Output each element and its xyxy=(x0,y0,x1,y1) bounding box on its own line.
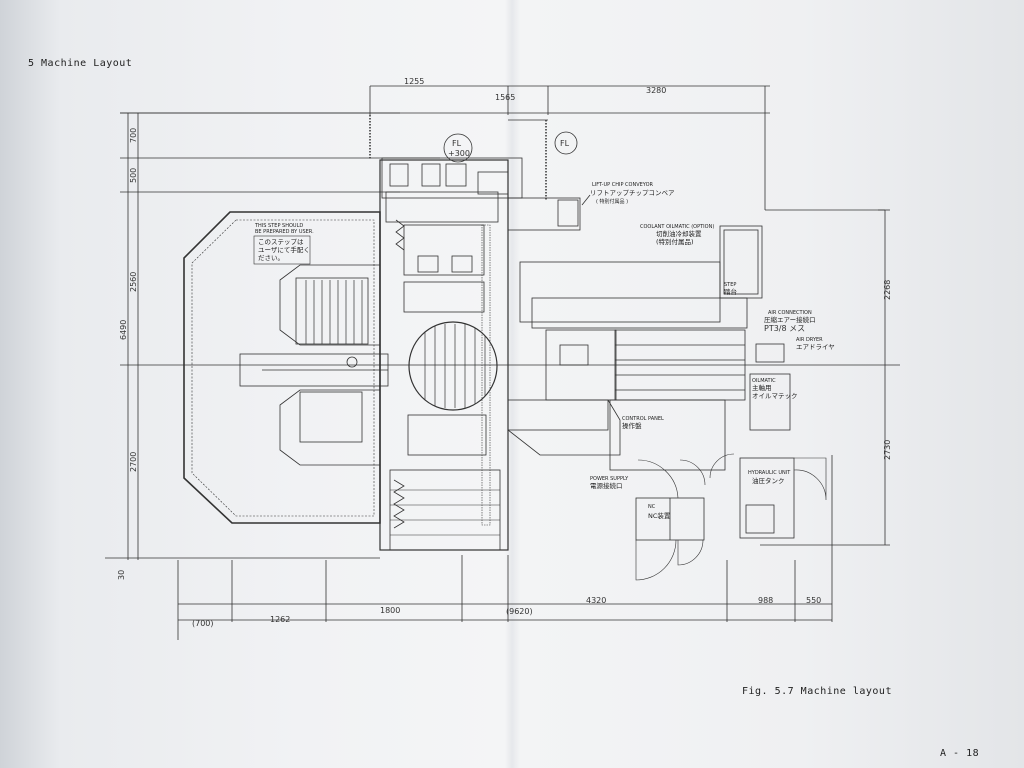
annotation-air-dryer: エアドライヤ xyxy=(796,343,835,351)
dimension-label: 30 xyxy=(117,570,126,580)
dimension-label: 700 xyxy=(129,128,138,143)
annotation-control-panel: CONTROL PANEL xyxy=(622,416,664,422)
section-title: 5 Machine Layout xyxy=(28,58,133,69)
annotation-step-note: THIS STEP SHOULD xyxy=(254,223,303,229)
annotation-coolant: 切削油冷却装置 xyxy=(656,229,702,238)
annotation-control-panel: 操作盤 xyxy=(622,421,642,430)
dimension-label: 1565 xyxy=(495,93,515,102)
annotation-step-note-jp: このステップは xyxy=(258,238,304,246)
annotation-step-note-jp: ユーザにて手配く xyxy=(258,245,310,254)
fl-marker-1 xyxy=(443,133,473,163)
page-number: A - 18 xyxy=(940,748,980,759)
dimension-label: (700) xyxy=(192,619,214,628)
annotation-step: 踏台 xyxy=(724,287,737,296)
dimension-label: 1255 xyxy=(404,77,424,86)
dimension-label: 550 xyxy=(806,596,821,605)
annotation-oilmatic: 主軸用 xyxy=(752,383,772,392)
annotation-hydraulic-unit: 油圧タンク xyxy=(752,476,785,485)
dimension-label: 2268 xyxy=(883,280,892,300)
dimension-label: 2730 xyxy=(883,440,892,460)
dimension-label: 1800 xyxy=(380,606,400,615)
annotation-step: STEP xyxy=(724,282,736,288)
annotation-oilmatic: オイルマテック xyxy=(752,392,798,400)
dimension-label: 3280 xyxy=(646,86,666,95)
annotation-chip-conveyor: LIFT-UP CHIP CONVEYOR xyxy=(592,182,654,188)
dimension-label: 2700 xyxy=(129,452,138,472)
dimension-label: 500 xyxy=(129,168,138,183)
annotation-power-supply: 電源接続口 xyxy=(590,481,623,490)
dimension-label: 1262 xyxy=(270,615,290,624)
rotary-table xyxy=(408,321,498,411)
annotation-air-dryer: AIR DRYER xyxy=(796,337,823,343)
fl-marker-label: FL xyxy=(452,139,462,148)
fl-marker-label: +300 xyxy=(448,149,470,158)
fl-marker-label: FL xyxy=(560,139,570,148)
annotation-chip-conveyor: ( 特別付属品 ) xyxy=(596,198,628,205)
annotation-step-note-jp: ださい。 xyxy=(258,254,284,262)
annotation-air-connection: PT3/8 メス xyxy=(764,324,805,333)
dimension-label: 6490 xyxy=(119,320,128,340)
annotation-air-connection: AIR CONNECTION xyxy=(768,310,812,316)
figure-caption: Fig. 5.7 Machine layout xyxy=(742,686,892,697)
fl-marker-2 xyxy=(554,131,578,155)
annotation-air-connection: 圧縮エアー接続口 xyxy=(764,315,816,324)
dimension-label: 4320 xyxy=(586,596,606,605)
dimension-label: (9620) xyxy=(506,607,533,616)
dimension-label: 2560 xyxy=(129,272,138,292)
annotation-chip-conveyor: リフトアップチップコンベア xyxy=(590,189,675,197)
annotation-oilmatic: OILMATIC xyxy=(752,378,776,384)
annotation-step-note: BE PREPARED BY USER. xyxy=(255,229,314,235)
annotation-power-supply: POWER SUPPLY xyxy=(590,476,629,482)
machine-body xyxy=(379,159,509,551)
annotation-coolant: COOLANT OILMATIC (OPTION) xyxy=(640,224,714,230)
annotation-nc-unit: NC装置 xyxy=(648,511,671,520)
annotation-nc-unit: NC xyxy=(648,504,656,510)
annotation-coolant: (特別付属品) xyxy=(656,237,694,246)
dimension-label: 988 xyxy=(758,596,773,605)
annotation-hydraulic-unit: HYDRAULIC UNIT xyxy=(748,470,791,476)
